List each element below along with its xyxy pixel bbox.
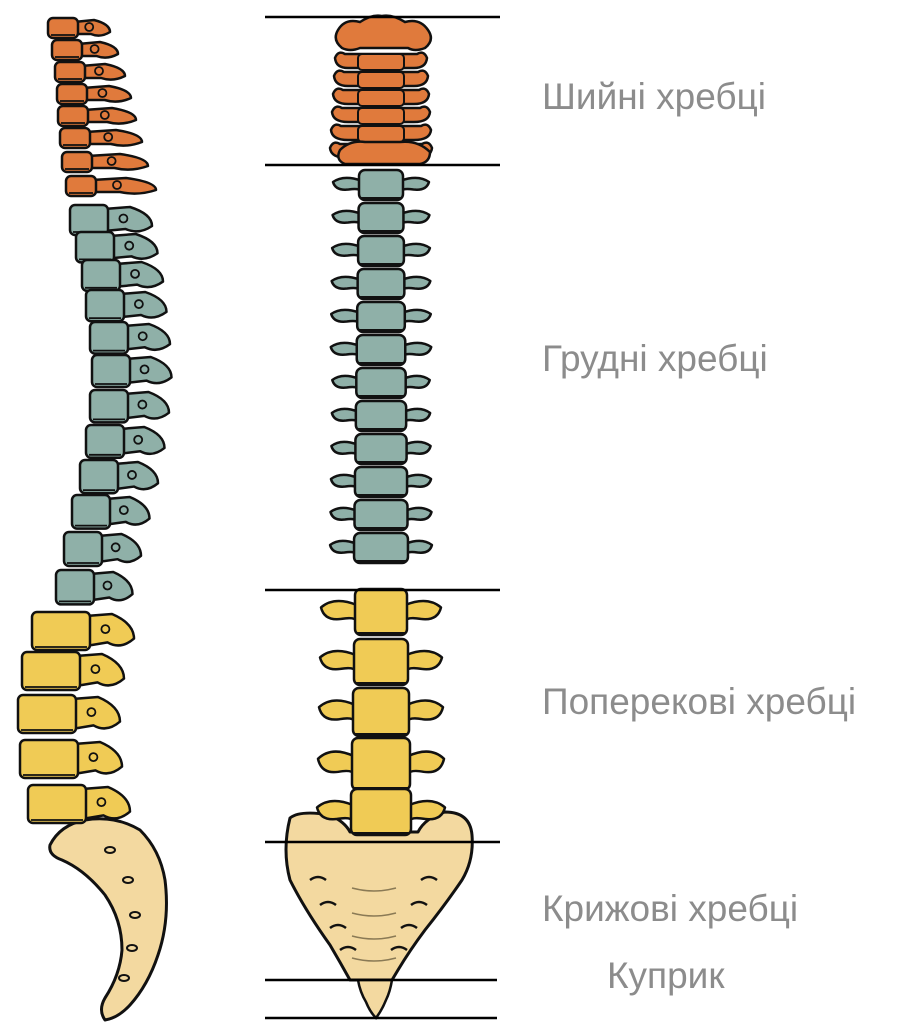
- thoracic-vertebra-front: [333, 203, 430, 233]
- cervical-vertebra-side: [48, 18, 110, 38]
- cervical-vertebra-front: [334, 71, 428, 88]
- thoracic-vertebra-side: [92, 355, 172, 387]
- label-lumbar-vertebrae: Поперекові хребці: [542, 683, 856, 720]
- cervical-vertebra-front: [333, 89, 429, 106]
- label-coccyx: Куприк: [607, 957, 725, 994]
- cervical-vertebra-side: [55, 62, 125, 82]
- thoracic-vertebra-front: [332, 368, 429, 398]
- label-cervical-vertebrae: Шийні хребці: [542, 78, 766, 115]
- thoracic-vertebra-front: [331, 467, 431, 497]
- thoracic-vertebra-side: [76, 232, 158, 262]
- thoracic-vertebra-side: [80, 460, 158, 493]
- thoracic-vertebra-front: [332, 236, 430, 266]
- thoracic-vertebra-side: [82, 260, 163, 291]
- thoracic-vertebra-side: [70, 205, 152, 235]
- lumbar-vertebra-side: [32, 612, 134, 650]
- cervical-vertebra-side: [66, 176, 156, 196]
- thoracic-vertebra-side: [86, 290, 167, 321]
- thoracic-vertebra-side: [86, 425, 165, 458]
- thoracic-vertebra-front: [331, 335, 432, 365]
- thoracic-vertebra-front: [331, 302, 431, 332]
- cervical-vertebra-side: [52, 40, 118, 60]
- coccyx-front: [358, 980, 392, 1018]
- lumbar-vertebra-side: [22, 652, 124, 690]
- thoracic-vertebra-side: [72, 495, 150, 529]
- cervical-vertebra-side: [57, 84, 131, 104]
- thoracic-vertebra-side: [90, 322, 170, 354]
- thoracic-vertebra-side: [64, 532, 141, 566]
- thoracic-vertebra-front: [330, 533, 432, 563]
- label-sacral-vertebrae: Крижові хребці: [542, 890, 798, 927]
- cervical-vertebra-front: [332, 107, 430, 124]
- thoracic-vertebra-front: [333, 170, 429, 200]
- lumbar-vertebra-front: [321, 589, 441, 635]
- lumbar-vertebra-front: [318, 738, 444, 790]
- lumbar-vertebra-side: [28, 785, 130, 823]
- cervical-vertebra-side: [60, 128, 142, 148]
- sacrum-front: [286, 812, 472, 980]
- thoracic-vertebra-front: [332, 269, 431, 299]
- thoracic-vertebra-side: [56, 570, 133, 604]
- lumbar-vertebra-side: [18, 695, 120, 733]
- sacrum-side: [50, 819, 167, 1020]
- lumbar-vertebra-side: [20, 740, 122, 778]
- cervical-vertebra-side: [62, 152, 148, 172]
- thoracic-vertebra-front: [331, 434, 430, 464]
- thoracic-vertebra-front: [331, 500, 432, 530]
- lumbar-vertebra-front: [320, 639, 442, 685]
- thoracic-vertebra-front: [332, 401, 430, 431]
- cervical-vertebra-front: [335, 53, 427, 70]
- cervical-vertebra-side: [58, 106, 136, 126]
- cervical-vertebra-front: [331, 125, 431, 142]
- c7-vertebra-front: [338, 142, 430, 164]
- side-view-spine: [18, 18, 172, 1020]
- thoracic-vertebra-side: [90, 390, 169, 422]
- atlas-front: [336, 16, 431, 50]
- label-thoracic-vertebrae: Грудні хребці: [542, 340, 768, 377]
- lumbar-vertebra-front: [319, 688, 443, 736]
